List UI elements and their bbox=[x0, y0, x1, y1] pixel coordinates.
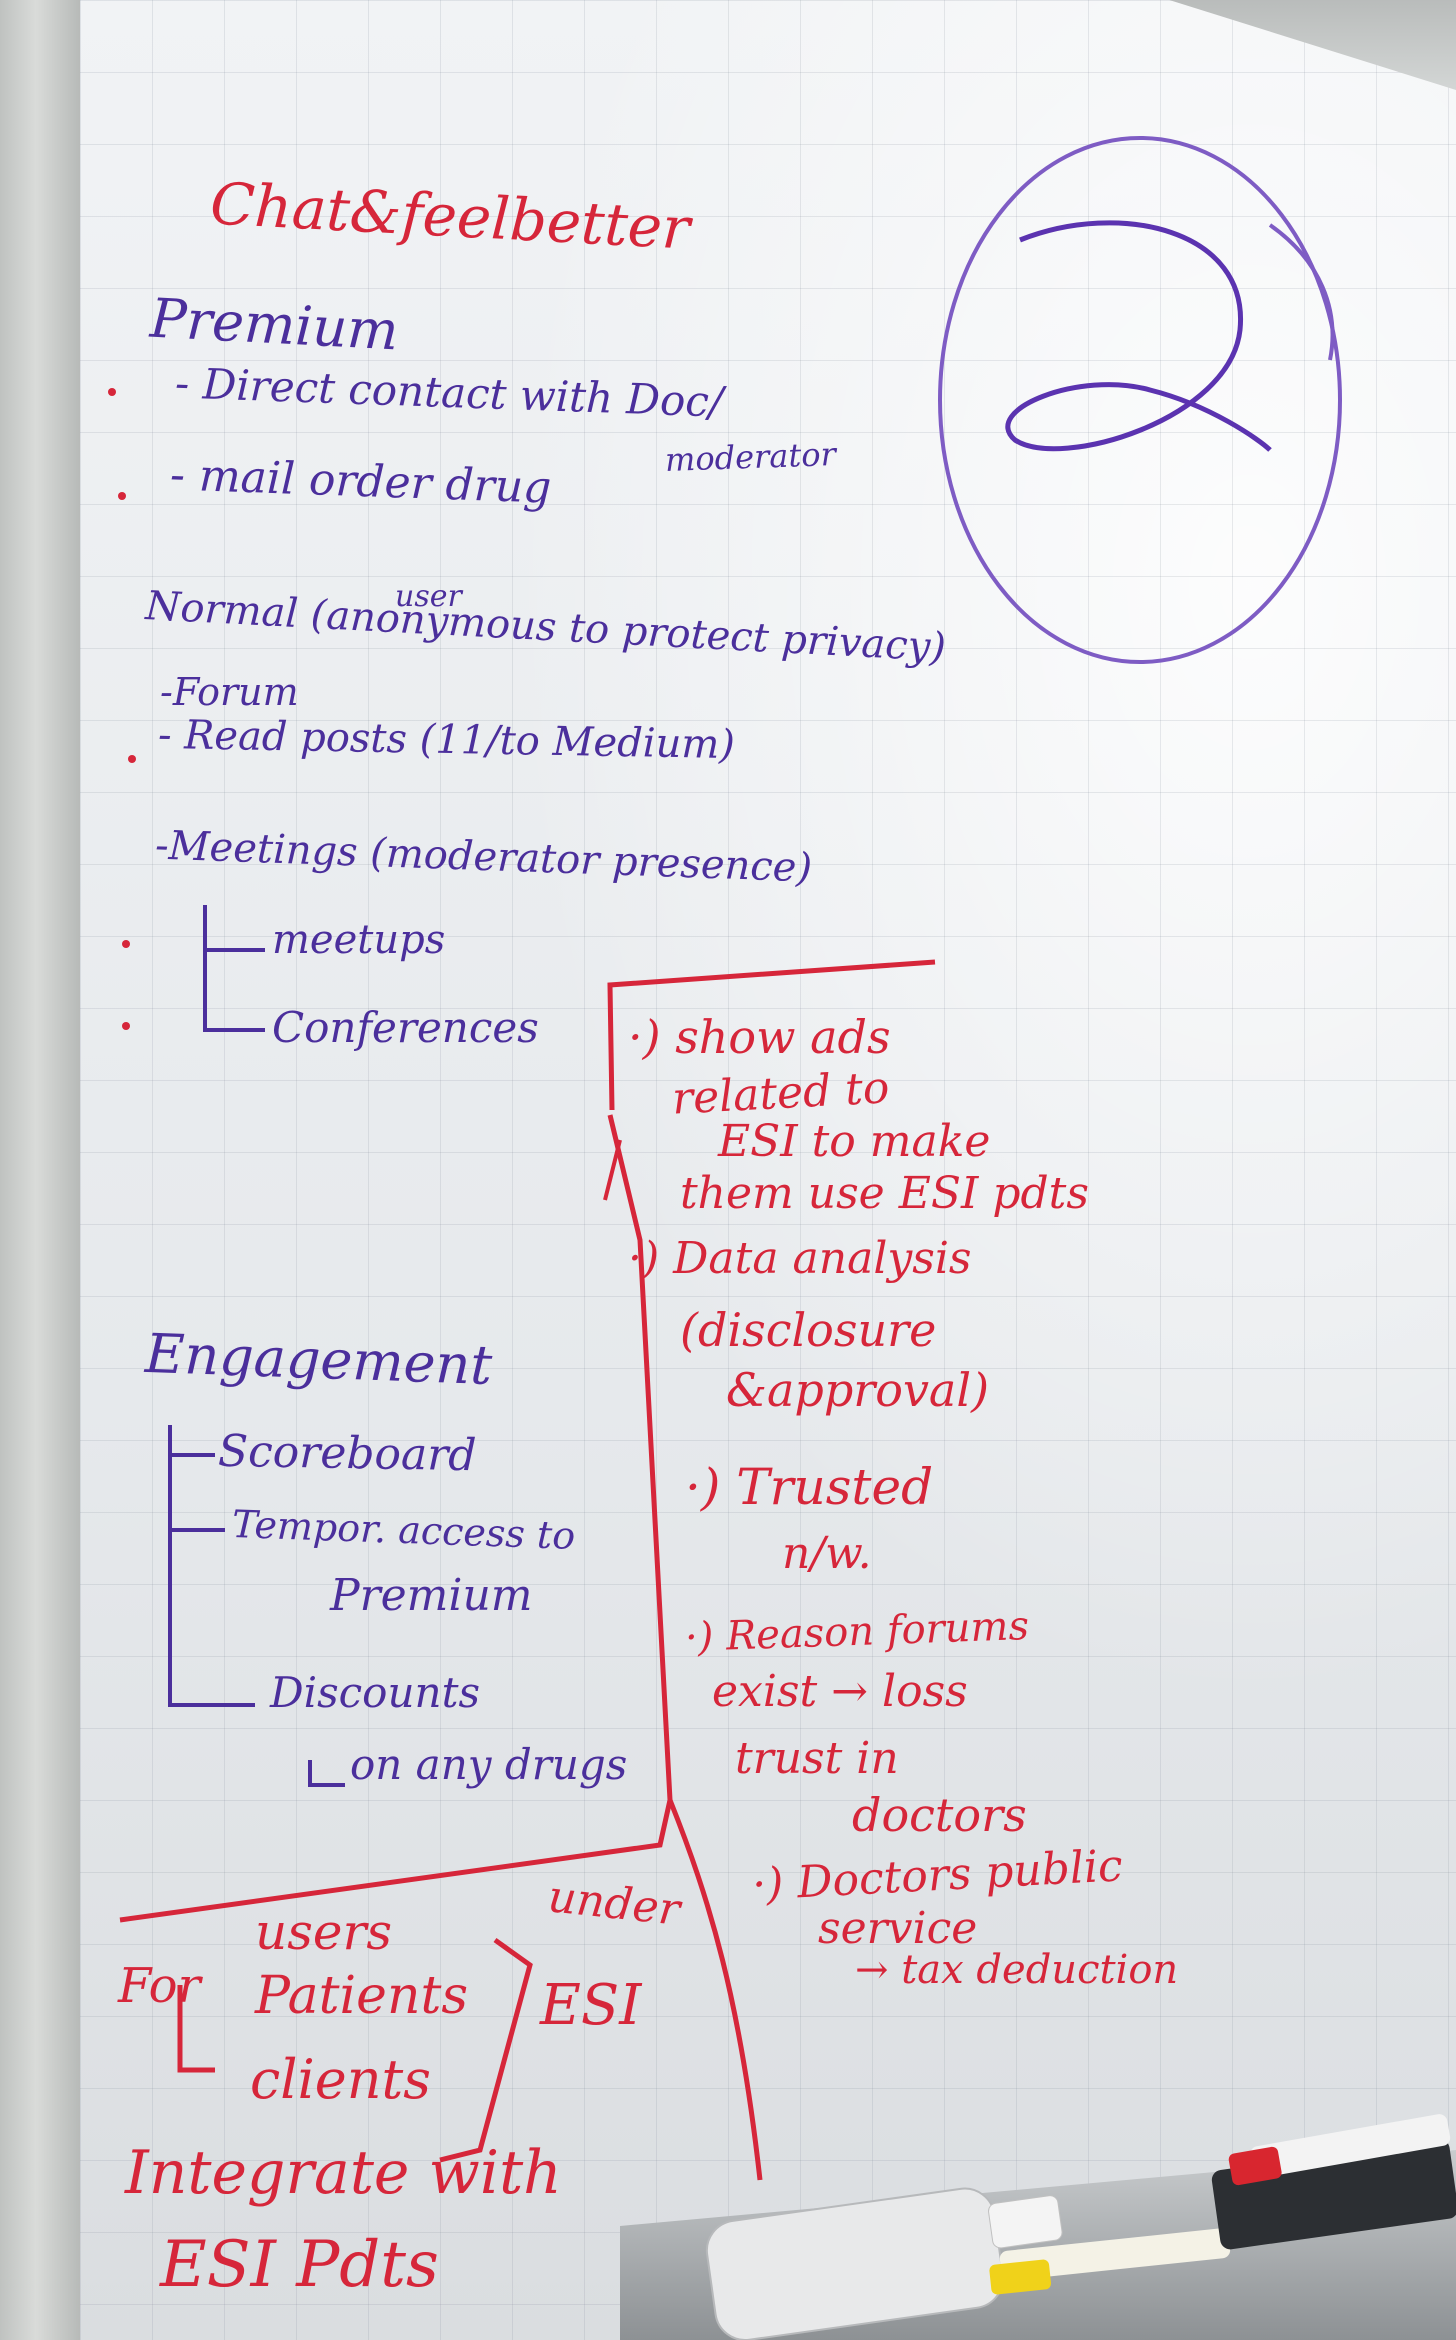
normal-superscript: user bbox=[395, 579, 462, 614]
engagement-item-premium: Premium bbox=[330, 1570, 533, 1621]
red-note-line: n/w. bbox=[782, 1528, 872, 1579]
bullet-dot bbox=[118, 492, 126, 500]
premium-heading: Premium bbox=[148, 286, 401, 363]
bullet-dot bbox=[128, 755, 136, 763]
bullet-dot bbox=[108, 388, 116, 396]
red-note-line: &approval) bbox=[726, 1363, 990, 1417]
meetings-item-conferences: Conferences bbox=[272, 1003, 539, 1052]
whiteboard-frame-left bbox=[0, 0, 80, 2340]
red-note-line: ·) Trusted bbox=[685, 1458, 934, 1516]
normal-item-read-posts: - Read posts (11/to Medium) bbox=[157, 711, 736, 769]
red-note-line: exist → loss bbox=[712, 1666, 968, 1717]
red-note-line: (disclosure bbox=[680, 1303, 937, 1357]
premium-note-moderator: moderator bbox=[664, 435, 837, 479]
bottom-for: For bbox=[118, 1958, 201, 2014]
meetings-item-meetups: meetups bbox=[272, 917, 446, 963]
whiteboard bbox=[80, 0, 1456, 2340]
bottom-users: users bbox=[255, 1903, 393, 1961]
engagement-item-discounts: Discounts bbox=[270, 1668, 480, 1717]
engagement-item-scoreboard: Scoreboard bbox=[217, 1425, 477, 1482]
red-note-line: doctors bbox=[852, 1788, 1027, 1842]
bottom-integrate-line1: Integrate with bbox=[125, 2138, 562, 2208]
normal-item-forum: -Forum bbox=[160, 670, 299, 714]
red-note-line: ·) show ads bbox=[628, 1010, 891, 1064]
engagement-heading: Engagement bbox=[144, 1321, 494, 1398]
red-note-line: them use ESI pdts bbox=[680, 1168, 1089, 1219]
red-note-line: → tax deduction bbox=[855, 1947, 1179, 1993]
bottom-integrate-line2: ESI Pdts bbox=[160, 2228, 439, 2302]
bullet-dot bbox=[122, 1022, 130, 1030]
bottom-esi: ESI bbox=[540, 1973, 642, 2038]
circle-doodle bbox=[938, 136, 1342, 664]
bottom-patients: Patients bbox=[255, 1966, 469, 2026]
engagement-item-any-drugs: on any drugs bbox=[350, 1740, 628, 1789]
loop-doodle bbox=[1005, 220, 1272, 452]
red-note-line: ESI to make bbox=[718, 1116, 991, 1167]
red-note-line: trust in bbox=[735, 1733, 899, 1784]
red-note-line: service bbox=[818, 1903, 978, 1954]
bottom-clients: clients bbox=[250, 2048, 431, 2111]
bullet-dot bbox=[122, 940, 130, 948]
red-note-line: ·) Data analysis bbox=[628, 1233, 972, 1284]
